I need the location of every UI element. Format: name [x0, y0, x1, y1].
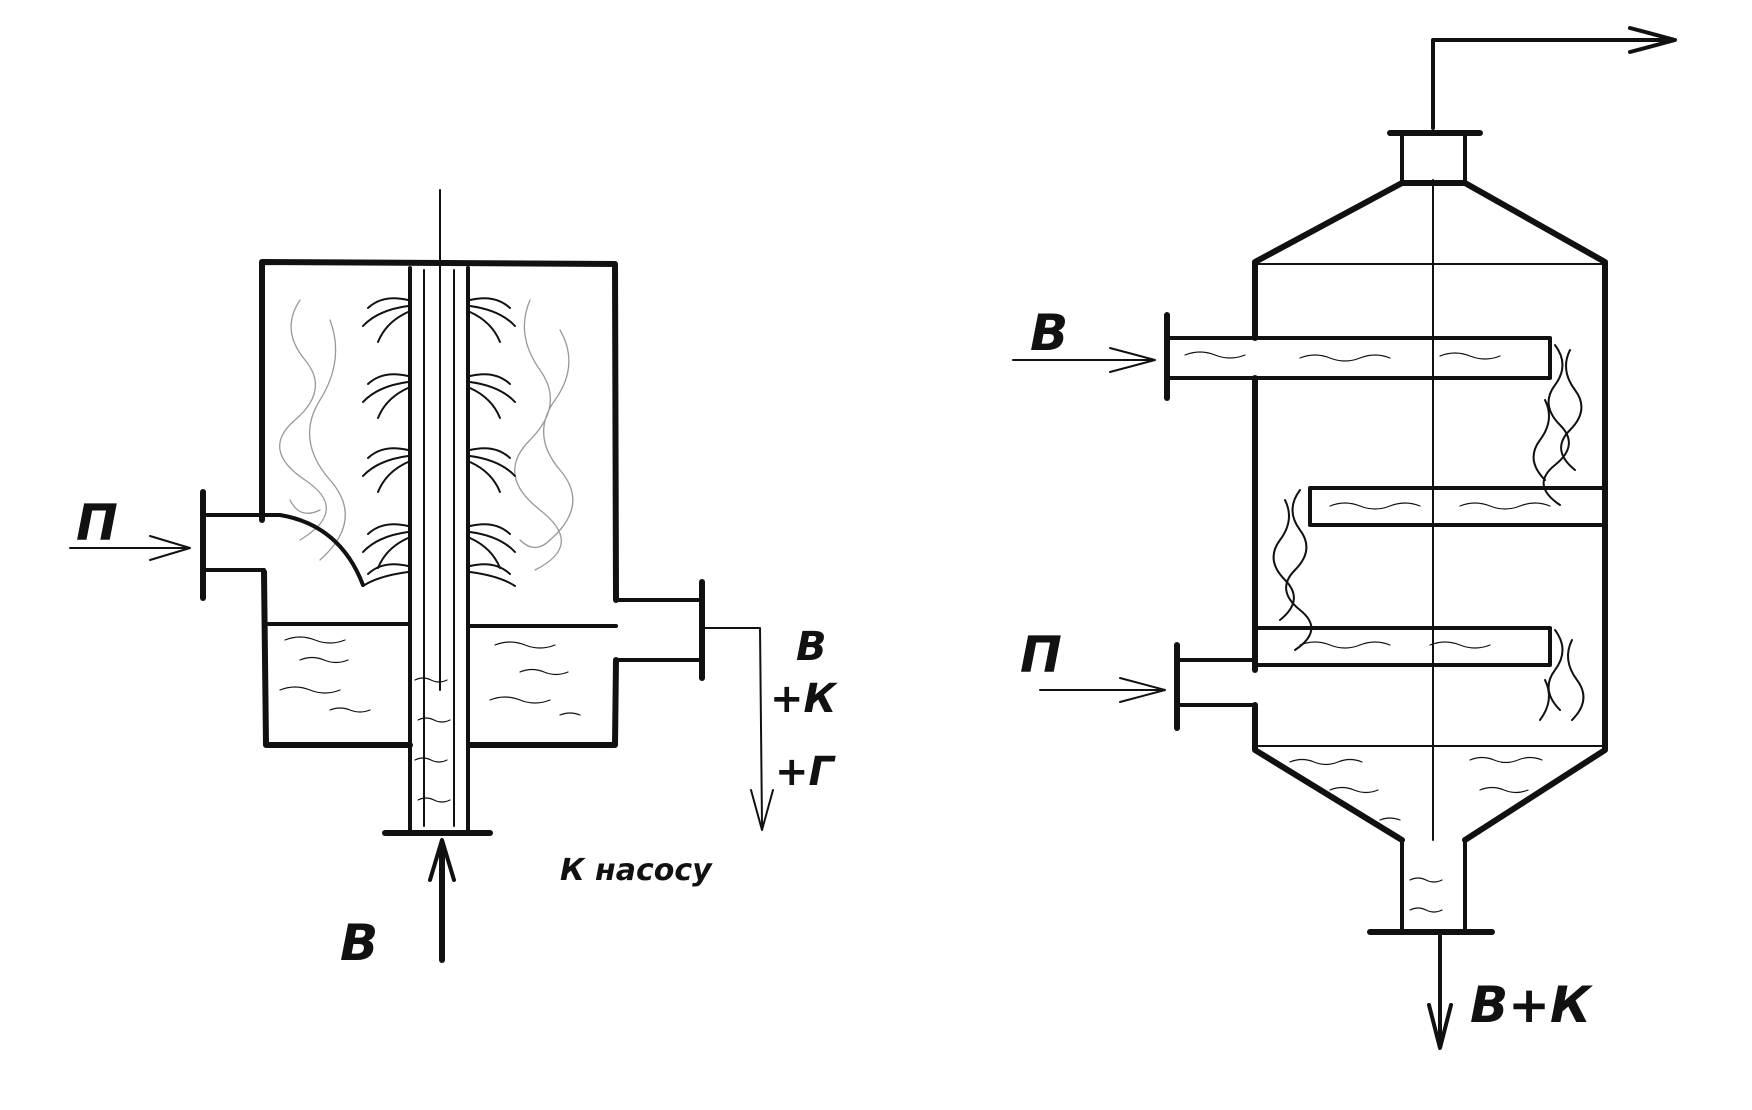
right-condenser: В П В+К: [1012, 26, 1677, 1050]
left-outlet-label-1: В: [796, 624, 827, 670]
right-steam-label: П: [1020, 626, 1062, 684]
left-outlet-destination: К насосу: [560, 853, 713, 888]
left-liquid-texture: [279, 636, 581, 716]
right-bottom-outlet: [1367, 838, 1495, 1050]
right-water-label: В: [1030, 304, 1068, 362]
left-side-outlet: [614, 579, 774, 831]
right-steam-inlet: [1039, 626, 1552, 731]
right-top-arrow: [1431, 38, 1672, 130]
left-vapour-sketch: [279, 299, 574, 571]
right-water-inlet: [1012, 312, 1552, 401]
left-outlet-label-3: +Г: [775, 749, 837, 795]
right-water-cascades: [1272, 344, 1585, 721]
left-condenser: П В В +К +Г К насосу: [69, 189, 839, 972]
left-vessel-body: [259, 259, 619, 748]
left-steam-inlet: [69, 489, 365, 601]
left-outlet-arrow: [704, 627, 763, 826]
right-upper-tray: [1168, 336, 1552, 380]
left-spray-jets: [362, 297, 516, 587]
left-water-inlet: [428, 838, 456, 963]
left-steam-label: П: [76, 494, 118, 552]
left-water-label: В: [340, 914, 378, 972]
right-middle-tray: [1308, 486, 1607, 527]
right-bottom-liquid: [1289, 756, 1543, 913]
right-top-outlet: [1387, 26, 1677, 185]
right-bottom-outlet-label: В+К: [1470, 976, 1593, 1034]
right-lower-tray: [1253, 626, 1552, 667]
right-vessel-body: [1252, 180, 1608, 843]
left-outlet-label-2: +К: [770, 676, 839, 722]
